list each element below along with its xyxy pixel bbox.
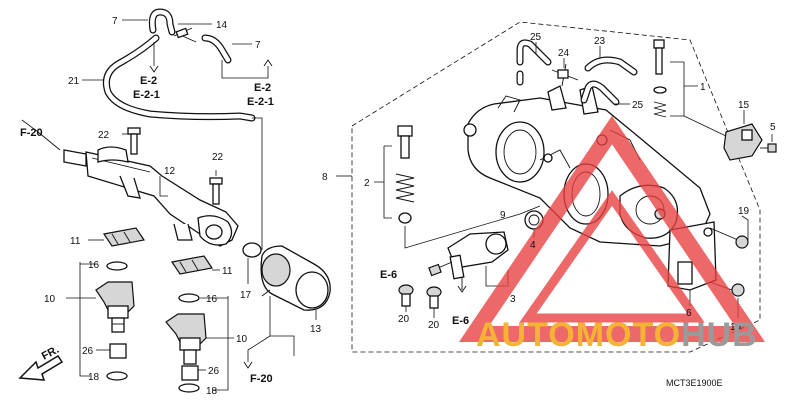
callout-22-right: 22 [212, 152, 224, 163]
ref-f20-lower: F-20 [250, 373, 273, 385]
tee-fitting-24 [551, 63, 579, 87]
callout-22-left: 22 [98, 130, 110, 141]
fuel-injector-right [165, 293, 207, 393]
reference-labels: E-2 E-2-1 E-2 E-2-1 F-20 F-20 E-6 E-6 FR… [20, 75, 469, 385]
callout-11-left: 11 [70, 236, 81, 247]
callout-26-left: 26 [82, 346, 94, 357]
ref-e6-right: E-6 [452, 315, 469, 327]
callout-2: 2 [364, 178, 370, 189]
screw-spring-set-2 [395, 125, 415, 224]
pressure-regulator [242, 242, 331, 311]
ref-e2-left: E-2 [140, 75, 157, 87]
callout-6: 6 [686, 308, 692, 319]
ref-e6-left: E-6 [380, 269, 397, 281]
callout-1: 1 [700, 82, 706, 93]
callout-21: 21 [68, 76, 80, 87]
callout-20-right: 20 [428, 320, 440, 331]
callout-19-lower: 19 [730, 322, 742, 333]
callout-18-left: 18 [88, 372, 100, 383]
vacuum-hose-assembly [102, 8, 256, 122]
bolt-9 [428, 261, 453, 277]
bolt-20a [398, 284, 414, 307]
callout-25-lower: 25 [632, 100, 644, 111]
ref-f20-upper: F-20 [20, 127, 43, 139]
callout-16-left: 16 [88, 260, 100, 271]
callout-17: 17 [240, 290, 252, 301]
callout-5: 5 [770, 122, 776, 133]
watermark [458, 115, 766, 342]
callout-20-left: 20 [398, 314, 410, 325]
bolt-22b [209, 177, 223, 205]
fuel-injector-left [95, 261, 135, 381]
bolt-22a [127, 127, 141, 155]
idle-valve-3 [447, 231, 509, 293]
bolt-19a [709, 227, 749, 249]
callout-labels: 7 14 7 21 22 12 22 11 11 16 16 10 10 26 … [44, 16, 776, 397]
callout-14: 14 [216, 20, 228, 31]
callout-25-upper: 25 [530, 32, 542, 43]
ref-e21-right: E-2-1 [247, 96, 274, 108]
ref-e2-right: E-2 [254, 82, 271, 94]
callout-7-upper: 7 [112, 16, 118, 27]
sensor-15 [723, 123, 763, 161]
callout-24: 24 [558, 48, 570, 59]
watermark-text-orange: AUTOMOTOHUB [476, 316, 758, 354]
ref-e21-left: E-2-1 [133, 89, 160, 101]
hose-25a [516, 39, 552, 86]
bolt-20b [426, 286, 442, 309]
callout-13: 13 [310, 324, 322, 335]
callout-10-left: 10 [44, 294, 56, 305]
callout-26-right: 26 [208, 366, 220, 377]
callout-10-right: 10 [236, 334, 248, 345]
front-arrow-icon [18, 354, 64, 381]
watermark-orange-span: AUTOMOTO [476, 316, 681, 354]
screw-set-1 [653, 39, 667, 118]
watermark-triangle-inner-icon [519, 190, 705, 323]
watermark-triangle-icon [458, 115, 766, 342]
fuel-rail [63, 146, 239, 247]
callout-23: 23 [594, 36, 606, 47]
hose-25b [580, 80, 620, 106]
callout-7-right: 7 [255, 40, 261, 51]
callout-9: 9 [500, 210, 506, 221]
callout-18-right: 18 [206, 386, 218, 397]
watermark-grey-span: HUB [681, 316, 758, 354]
callout-8: 8 [322, 172, 328, 183]
assembly-boundary [351, 21, 761, 353]
callout-11-right: 11 [222, 266, 233, 277]
callout-19-upper: 19 [738, 206, 750, 217]
clip-11b [170, 255, 214, 275]
diagram-code: MCT3E1900E [666, 378, 723, 388]
callout-15: 15 [738, 100, 750, 111]
bolt-5 [760, 143, 777, 153]
callout-3: 3 [510, 294, 516, 305]
callout-16-right: 16 [206, 294, 218, 305]
clip-11a [102, 227, 146, 247]
callout-12: 12 [164, 166, 176, 177]
hose-23 [584, 56, 638, 76]
callout-4: 4 [530, 240, 536, 251]
